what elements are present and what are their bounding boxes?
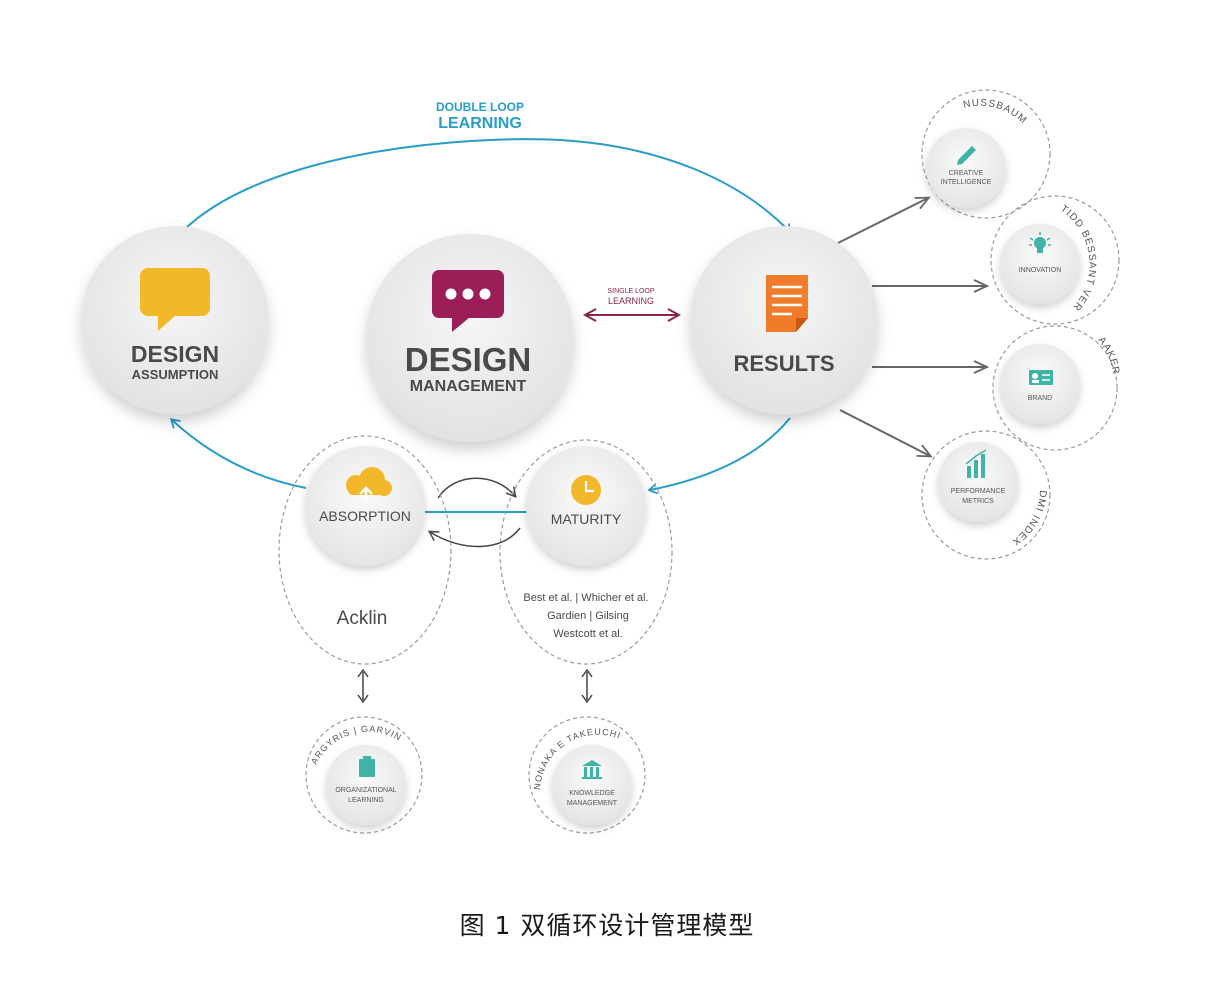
double-loop-label-line2: LEARNING: [438, 115, 522, 132]
outcome-performance-metrics: PERFORMANCE METRICS DMI INDEX: [921, 430, 1051, 560]
creative-label-line1: CREATIVE: [949, 170, 984, 177]
speech-bubble-icon: [140, 268, 210, 331]
design-management-subtitle: MANAGEMENT: [410, 378, 527, 395]
exchange-arrow-bottom: [427, 527, 521, 548]
results-node: RESULTS: [690, 226, 878, 414]
knowledge-label-line2: MANAGEMENT: [567, 800, 618, 807]
output-arrow-performance: [839, 409, 930, 456]
results-title: RESULTS: [733, 351, 834, 376]
performance-author: DMI INDEX: [1009, 490, 1048, 548]
bottom-organizational-learning: ORGANIZATIONAL LEARNING ARGYRIS | GARVIN: [305, 716, 423, 834]
knowledge-label-line1: KNOWLEDGE: [569, 790, 615, 797]
pencil-icon: [957, 146, 976, 165]
maturity-label: MATURITY: [551, 511, 622, 527]
clipboard-icon: [359, 756, 375, 777]
document-icon: [766, 275, 808, 332]
maturity-authors-line1: Best et al. | Whicher et al.: [523, 592, 648, 604]
design-management-title: DESIGN: [405, 341, 532, 378]
design-assumption-title: DESIGN: [131, 341, 219, 367]
absorption-label: ABSORPTION: [319, 508, 411, 524]
maturity-group: MATURITY Best et al. | Whicher et al. Ga…: [499, 439, 673, 665]
single-loop-label-line1: SINGLE LOOP: [607, 288, 654, 295]
design-management-node: DESIGN MANAGEMENT: [366, 234, 574, 442]
figure-caption: 图 1 双循环设计管理模型: [459, 911, 755, 940]
return-loop-arc-left: [170, 418, 307, 489]
maturity-authors-line3: Westcott et al.: [553, 628, 623, 640]
absorption-vertical-arrow: [357, 668, 369, 704]
maturity-authors-line2: Gardien | Gilsing: [547, 610, 629, 622]
outcome-brand: BRAND AAKER: [992, 325, 1121, 451]
clock-icon: [571, 475, 601, 505]
creative-author: NUSSBAUM: [962, 98, 1029, 127]
double-loop-label-line1: DOUBLE LOOP: [436, 100, 524, 114]
absorption-author: Acklin: [337, 608, 388, 629]
chat-dots-icon: [432, 270, 504, 332]
org-learning-label-line2: LEARNING: [348, 797, 384, 804]
outcome-creative-intelligence: CREATIVE INTELLIGENCE NUSSBAUM: [921, 89, 1051, 219]
bar-chart-icon: [965, 449, 987, 478]
institution-icon: [582, 760, 602, 779]
design-assumption-subtitle: ASSUMPTION: [132, 367, 219, 382]
absorption-group: ABSORPTION Acklin: [278, 435, 452, 665]
brand-label: BRAND: [1028, 395, 1053, 402]
brand-author: AAKER: [1096, 335, 1121, 376]
single-loop-label-line2: LEARNING: [608, 296, 654, 306]
design-assumption-node: DESIGN ASSUMPTION: [81, 226, 269, 414]
org-learning-label-line1: ORGANIZATIONAL: [335, 787, 396, 794]
lightbulb-icon: [1029, 232, 1051, 253]
creative-label-line2: INTELLIGENCE: [941, 179, 992, 186]
exchange-arrow-top: [437, 477, 517, 499]
cloud-upload-icon: [346, 467, 392, 502]
id-card-icon: [1029, 370, 1053, 385]
double-loop-arc: [167, 138, 792, 249]
output-arrow-creative: [837, 198, 928, 244]
innovation-label: INNOVATION: [1019, 267, 1062, 274]
performance-label-line1: PERFORMANCE: [951, 488, 1006, 495]
maturity-vertical-arrow: [581, 668, 593, 704]
bottom-knowledge-management: KNOWLEDGE MANAGEMENT NONAKA E TAKEUCHI: [528, 716, 646, 834]
return-loop-arc-right: [647, 417, 791, 495]
performance-label-line2: METRICS: [962, 498, 994, 505]
